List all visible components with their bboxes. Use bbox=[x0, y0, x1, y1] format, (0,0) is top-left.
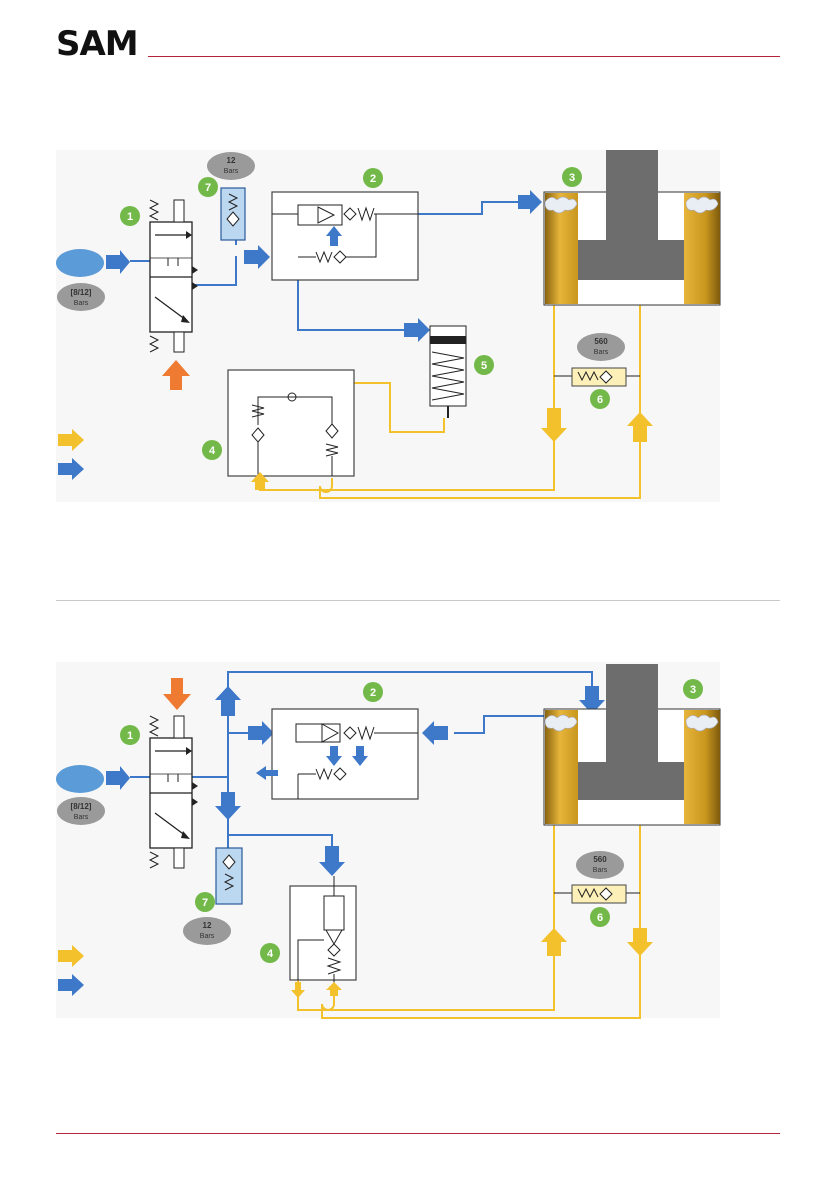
spring-accumulator bbox=[430, 326, 466, 418]
badge-6: 6 bbox=[597, 912, 603, 924]
supply-pressure-unit: Bars bbox=[74, 300, 89, 307]
pilot-pressure-unit: Bars bbox=[200, 933, 215, 940]
control-block bbox=[272, 192, 418, 280]
oil-pressure-value: 560 bbox=[593, 855, 607, 864]
badge-4: 4 bbox=[267, 948, 274, 960]
supply-pressure-value: [8/12] bbox=[71, 802, 92, 811]
badge-7: 7 bbox=[205, 182, 211, 194]
control-block bbox=[256, 709, 418, 799]
badge-3: 3 bbox=[690, 684, 696, 696]
supply-pressure-unit: Bars bbox=[74, 814, 89, 821]
badge-7: 7 bbox=[202, 897, 208, 909]
oil-pressure-value: 560 bbox=[594, 337, 608, 346]
air-supply-icon bbox=[56, 765, 104, 793]
pilot-pressure-unit: Bars bbox=[224, 168, 239, 175]
air-supply-icon bbox=[56, 249, 104, 277]
badge-1: 1 bbox=[127, 211, 133, 223]
check-valve-block bbox=[228, 370, 354, 476]
directional-valve bbox=[150, 200, 198, 352]
badge-5: 5 bbox=[481, 360, 487, 372]
badge-4: 4 bbox=[209, 445, 216, 457]
badge-2: 2 bbox=[370, 173, 376, 185]
badge-3: 3 bbox=[569, 172, 575, 184]
diagram-top: [8/12] Bars 12 Bars bbox=[56, 150, 720, 502]
supply-pressure-value: [8/12] bbox=[71, 288, 92, 297]
directional-valve bbox=[150, 716, 198, 868]
diagram-bottom: [8/12] Bars bbox=[56, 662, 720, 1018]
badge-2: 2 bbox=[370, 687, 376, 699]
badge-1: 1 bbox=[127, 730, 133, 742]
badge-6: 6 bbox=[597, 394, 603, 406]
check-valve-block bbox=[290, 876, 356, 986]
oil-pressure-unit: Bars bbox=[594, 349, 609, 356]
pilot-pressure-value: 12 bbox=[227, 156, 236, 165]
pilot-pressure-value: 12 bbox=[203, 921, 212, 930]
oil-pressure-unit: Bars bbox=[593, 867, 608, 874]
